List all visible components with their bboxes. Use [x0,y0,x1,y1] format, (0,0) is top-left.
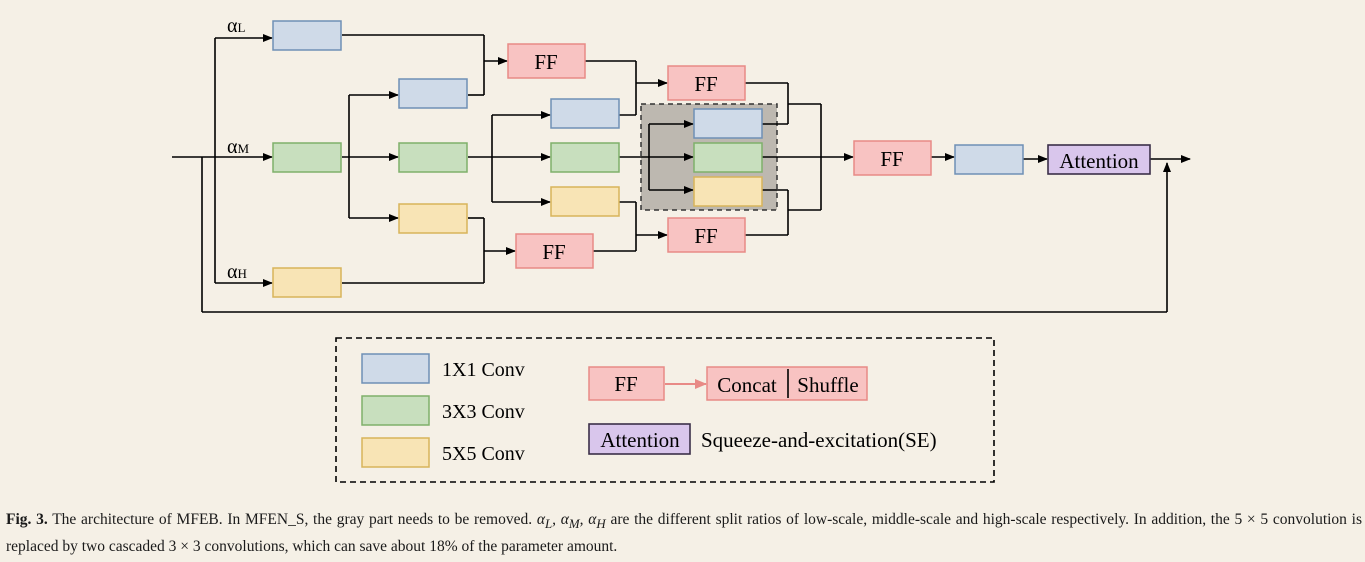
conv1x1-block [693,108,763,139]
ff-label: FF [694,224,717,248]
conv-blocks [272,20,1024,298]
legend-label-5x5: 5X5 Conv [442,443,525,465]
caption-text-2: are the different split ratios of low-sc… [6,511,1363,556]
conv5x5-block [693,176,763,207]
legend-swatch-5x5 [361,437,430,468]
conv3x3-block [550,142,620,173]
caption-alphas: αL, αM, αH [536,511,606,532]
attention-block [1047,144,1151,175]
ff-label: FF [534,50,557,74]
conv1x1-block [272,20,342,51]
conv1x1-block [398,78,468,109]
conv5x5-block [398,203,468,234]
legend: 1X1 Conv 3X3 Conv 5X5 Conv FF Concat Shu… [335,337,995,483]
ff-label: FF [542,240,565,264]
connections [172,34,1191,313]
alpha-h-label: αH [227,261,247,283]
figure-caption: Fig. 3. The architecture of MFEB. In MFE… [6,508,1362,558]
ff-label: FF [694,72,717,96]
legend-shuffle-label: Shuffle [797,373,858,397]
caption-text-1: The architecture of MFEB. In MFEN_S, the… [52,511,533,528]
mfeb-architecture-diagram: FF FF FF FF FF Attention αL αM αH 1X1 Co… [172,15,1191,483]
legend-attention-label: Attention [600,428,680,452]
conv5x5-block [272,267,342,298]
legend-label-3x3: 3X3 Conv [442,401,525,423]
ff-blocks: FF FF FF FF FF [507,43,932,269]
legend-swatch-3x3 [361,395,430,426]
conv1x1-block [550,98,620,129]
legend-ff-swatch [588,366,665,401]
ff-block [853,140,932,176]
conv3x3-block [693,142,763,173]
legend-label-1x1: 1X1 Conv [442,359,525,381]
legend-concat-shuffle-box [706,366,868,401]
legend-border [335,337,995,483]
legend-concat-label: Concat [717,373,777,397]
ff-block [507,43,586,79]
legend-se-label: Squeeze-and-excitation(SE) [701,428,937,452]
conv3x3-block [272,142,342,173]
ff-block [667,65,746,101]
conv5x5-block [550,186,620,217]
ff-block [667,217,746,253]
ff-label: FF [880,147,903,171]
legend-attention-swatch [588,423,691,455]
legend-ff-label: FF [614,372,637,396]
attention-label: Attention [1059,149,1139,173]
alpha-l-label: αL [227,15,245,37]
conv1x1-block [954,144,1024,175]
conv3x3-block [398,142,468,173]
ff-block [515,233,594,269]
figure-number: Fig. 3. [6,511,48,528]
alpha-m-label: αM [227,136,249,158]
legend-swatch-1x1 [361,353,430,384]
